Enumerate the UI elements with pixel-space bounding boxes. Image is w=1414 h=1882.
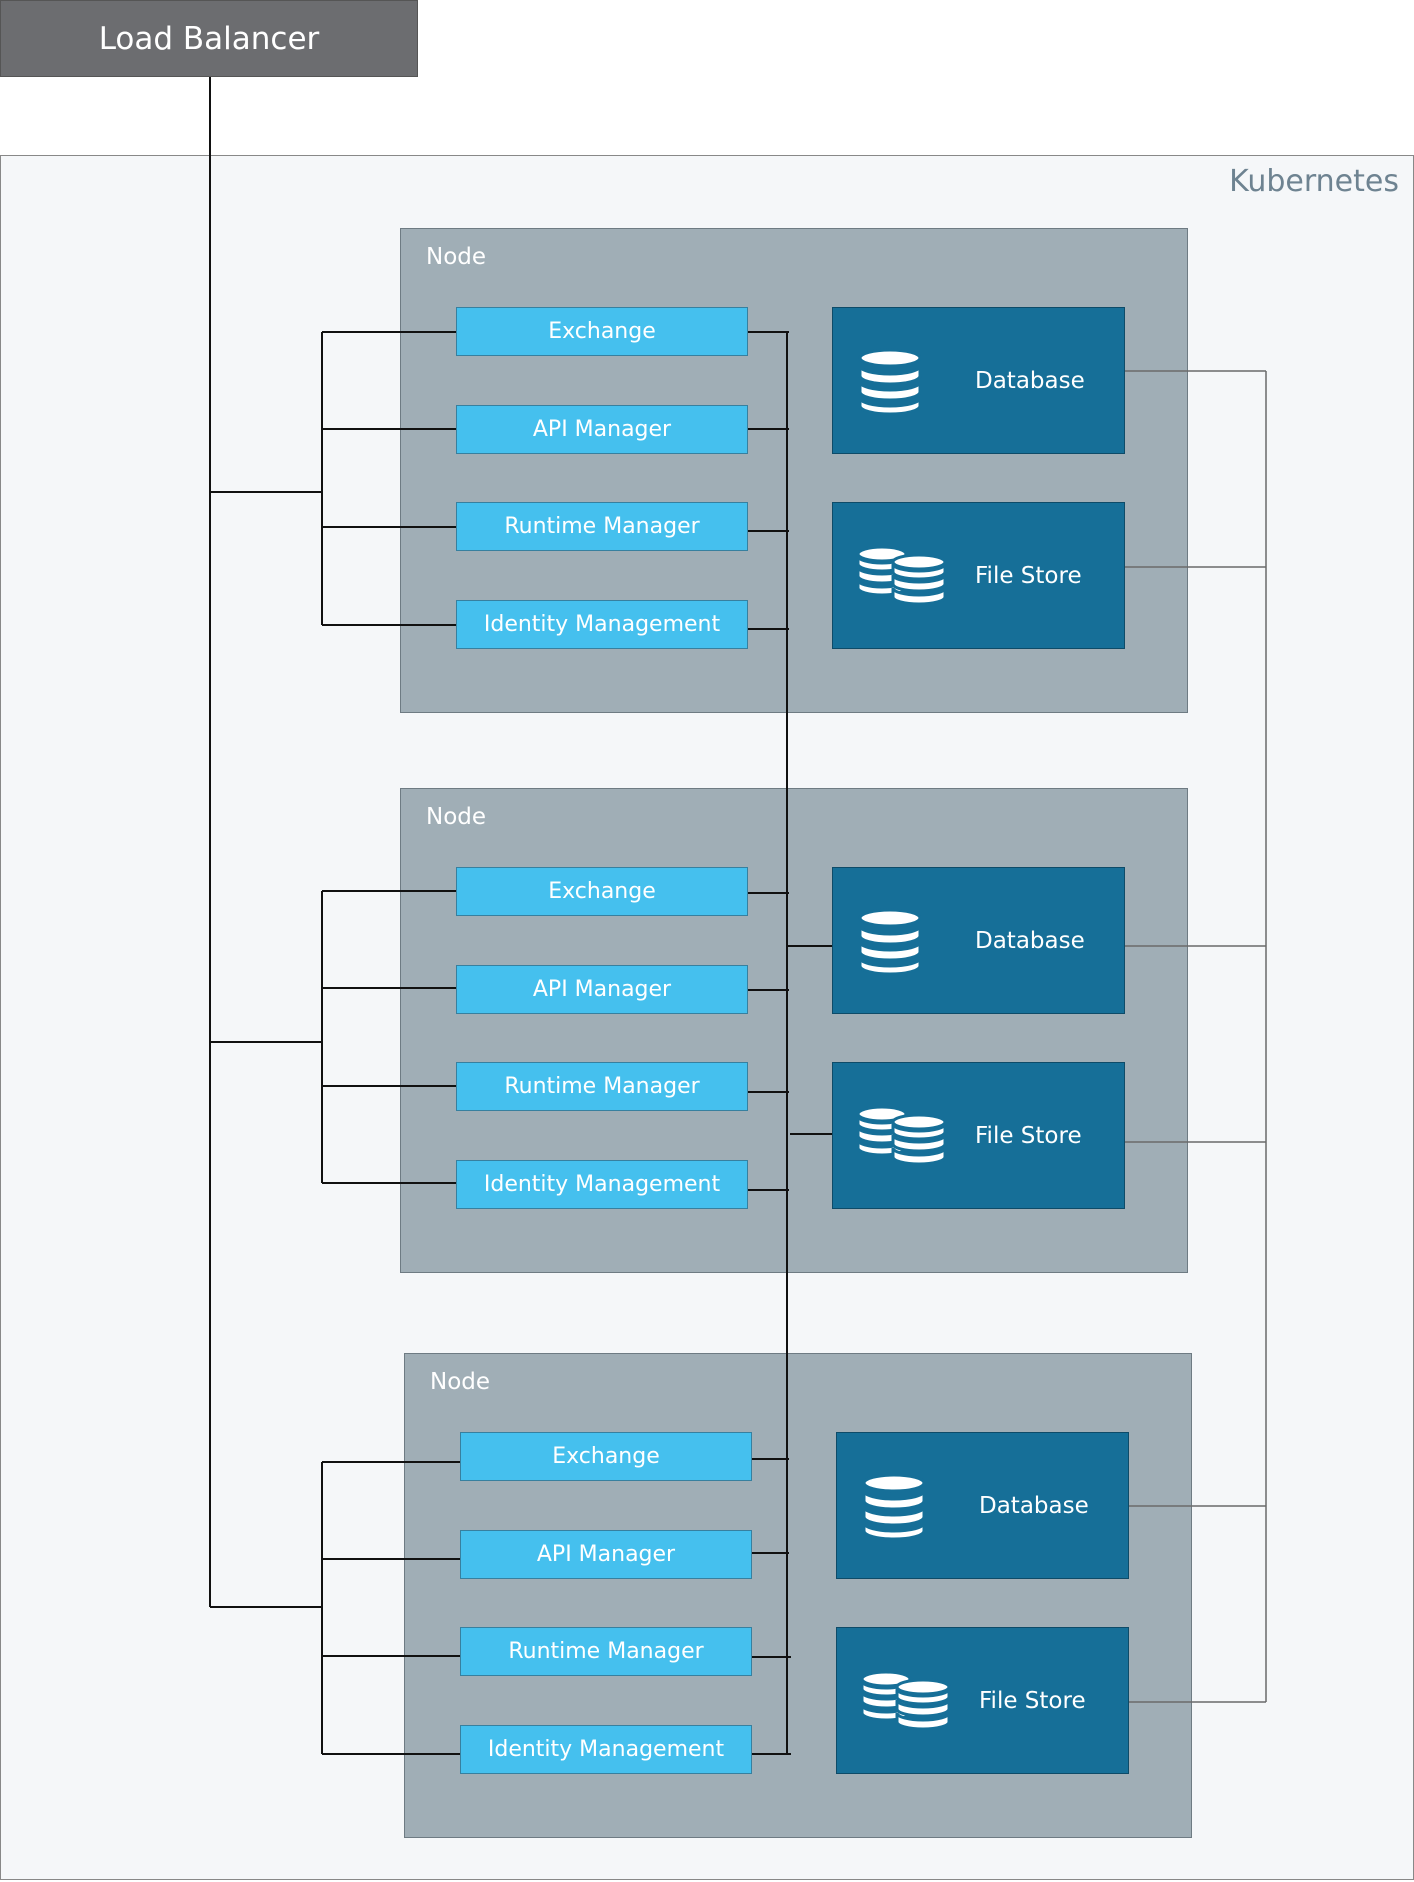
service-box-runtime-manager: Runtime Manager [456, 502, 748, 551]
service-label: Identity Management [487, 1737, 725, 1762]
database-icon [858, 348, 922, 415]
service-label: API Manager [532, 417, 672, 442]
file-store-icon [856, 1105, 947, 1165]
service-box-api-manager: API Manager [456, 405, 748, 454]
service-label: Exchange [548, 879, 656, 904]
service-box-api-manager: API Manager [460, 1530, 752, 1579]
store-label: File Store [975, 1122, 1082, 1149]
service-label: Runtime Manager [504, 514, 700, 539]
database-box: Database [832, 867, 1125, 1014]
service-box-exchange: Exchange [456, 307, 748, 356]
file-store-box: File Store [832, 502, 1125, 649]
service-box-identity-management: Identity Management [456, 600, 748, 649]
service-box-exchange: Exchange [460, 1432, 752, 1481]
service-box-identity-management: Identity Management [460, 1725, 752, 1774]
service-label: Identity Management [483, 1172, 721, 1197]
file-store-box: File Store [832, 1062, 1125, 1209]
node-label: Node [426, 804, 487, 830]
database-box: Database [836, 1432, 1129, 1579]
node-label: Node [426, 244, 487, 270]
service-box-runtime-manager: Runtime Manager [456, 1062, 748, 1111]
load-balancer: Load Balancer [0, 0, 418, 77]
store-label: Database [975, 927, 1085, 954]
database-icon [858, 908, 922, 975]
database-box: Database [832, 307, 1125, 454]
service-label: Exchange [552, 1444, 660, 1469]
node-label: Node [430, 1369, 491, 1395]
service-label: Identity Management [483, 612, 721, 637]
file-store-box: File Store [836, 1627, 1129, 1774]
database-icon [862, 1473, 926, 1540]
kubernetes-label: Kubernetes [1229, 164, 1399, 199]
service-label: Exchange [548, 319, 656, 344]
service-label: API Manager [536, 1542, 676, 1567]
service-label: API Manager [532, 977, 672, 1002]
store-label: File Store [975, 562, 1082, 589]
file-store-icon [856, 545, 947, 605]
service-label: Runtime Manager [504, 1074, 700, 1099]
service-box-identity-management: Identity Management [456, 1160, 748, 1209]
service-box-runtime-manager: Runtime Manager [460, 1627, 752, 1676]
service-box-exchange: Exchange [456, 867, 748, 916]
store-label: Database [975, 367, 1085, 394]
load-balancer-label: Load Balancer [98, 20, 320, 57]
service-label: Runtime Manager [508, 1639, 704, 1664]
store-label: Database [979, 1492, 1089, 1519]
file-store-icon [860, 1670, 951, 1730]
service-box-api-manager: API Manager [456, 965, 748, 1014]
store-label: File Store [979, 1687, 1086, 1714]
